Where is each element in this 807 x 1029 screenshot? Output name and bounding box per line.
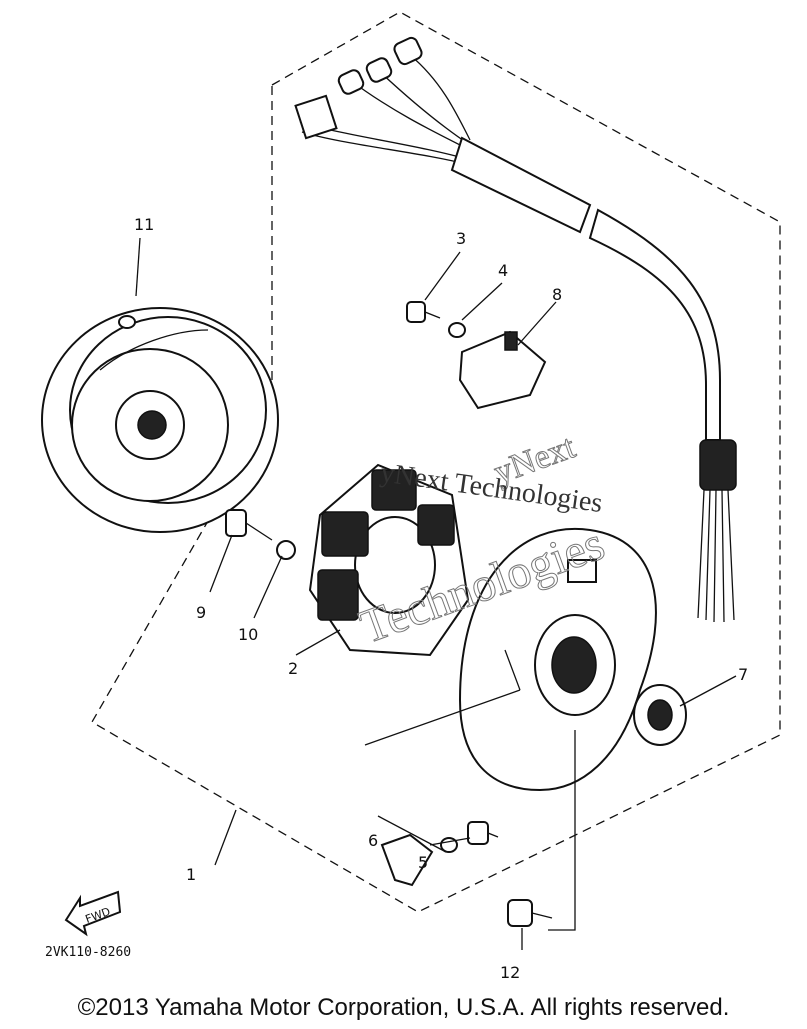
bolt-9 [225, 509, 273, 541]
wiring-harness [294, 36, 737, 623]
rotor-flywheel [41, 307, 279, 533]
callout-4: 4 [498, 261, 508, 280]
callout-3: 3 [456, 229, 466, 248]
screw-12 [507, 899, 553, 927]
callout-12: 12 [500, 963, 520, 982]
assembly-outline [91, 11, 781, 913]
callout-2: 2 [288, 659, 298, 678]
fwd-arrow-icon: FWD [64, 890, 122, 937]
callout-11: 11 [134, 215, 154, 234]
screw-3 [406, 301, 441, 323]
stator-coil [308, 463, 470, 657]
diagram-code: 2VK110-8260 [45, 945, 131, 960]
callout-7: 7 [738, 665, 748, 684]
washer-4 [448, 322, 466, 338]
callout-5: 5 [418, 853, 428, 872]
stator-base-plate [458, 527, 657, 792]
screw-5 [467, 821, 499, 845]
callout-9: 9 [196, 603, 206, 622]
pickup-coil [458, 330, 547, 410]
oil-seal [633, 684, 687, 746]
leader-lines [135, 237, 737, 950]
callout-10: 10 [238, 625, 258, 644]
washer-10 [276, 540, 296, 560]
callout-1: 1 [186, 865, 196, 884]
callout-8: 8 [552, 285, 562, 304]
clamp [380, 833, 434, 887]
callout-6: 6 [368, 831, 378, 850]
copyright-notice: ©2013 Yamaha Motor Corporation, U.S.A. A… [77, 994, 730, 1021]
